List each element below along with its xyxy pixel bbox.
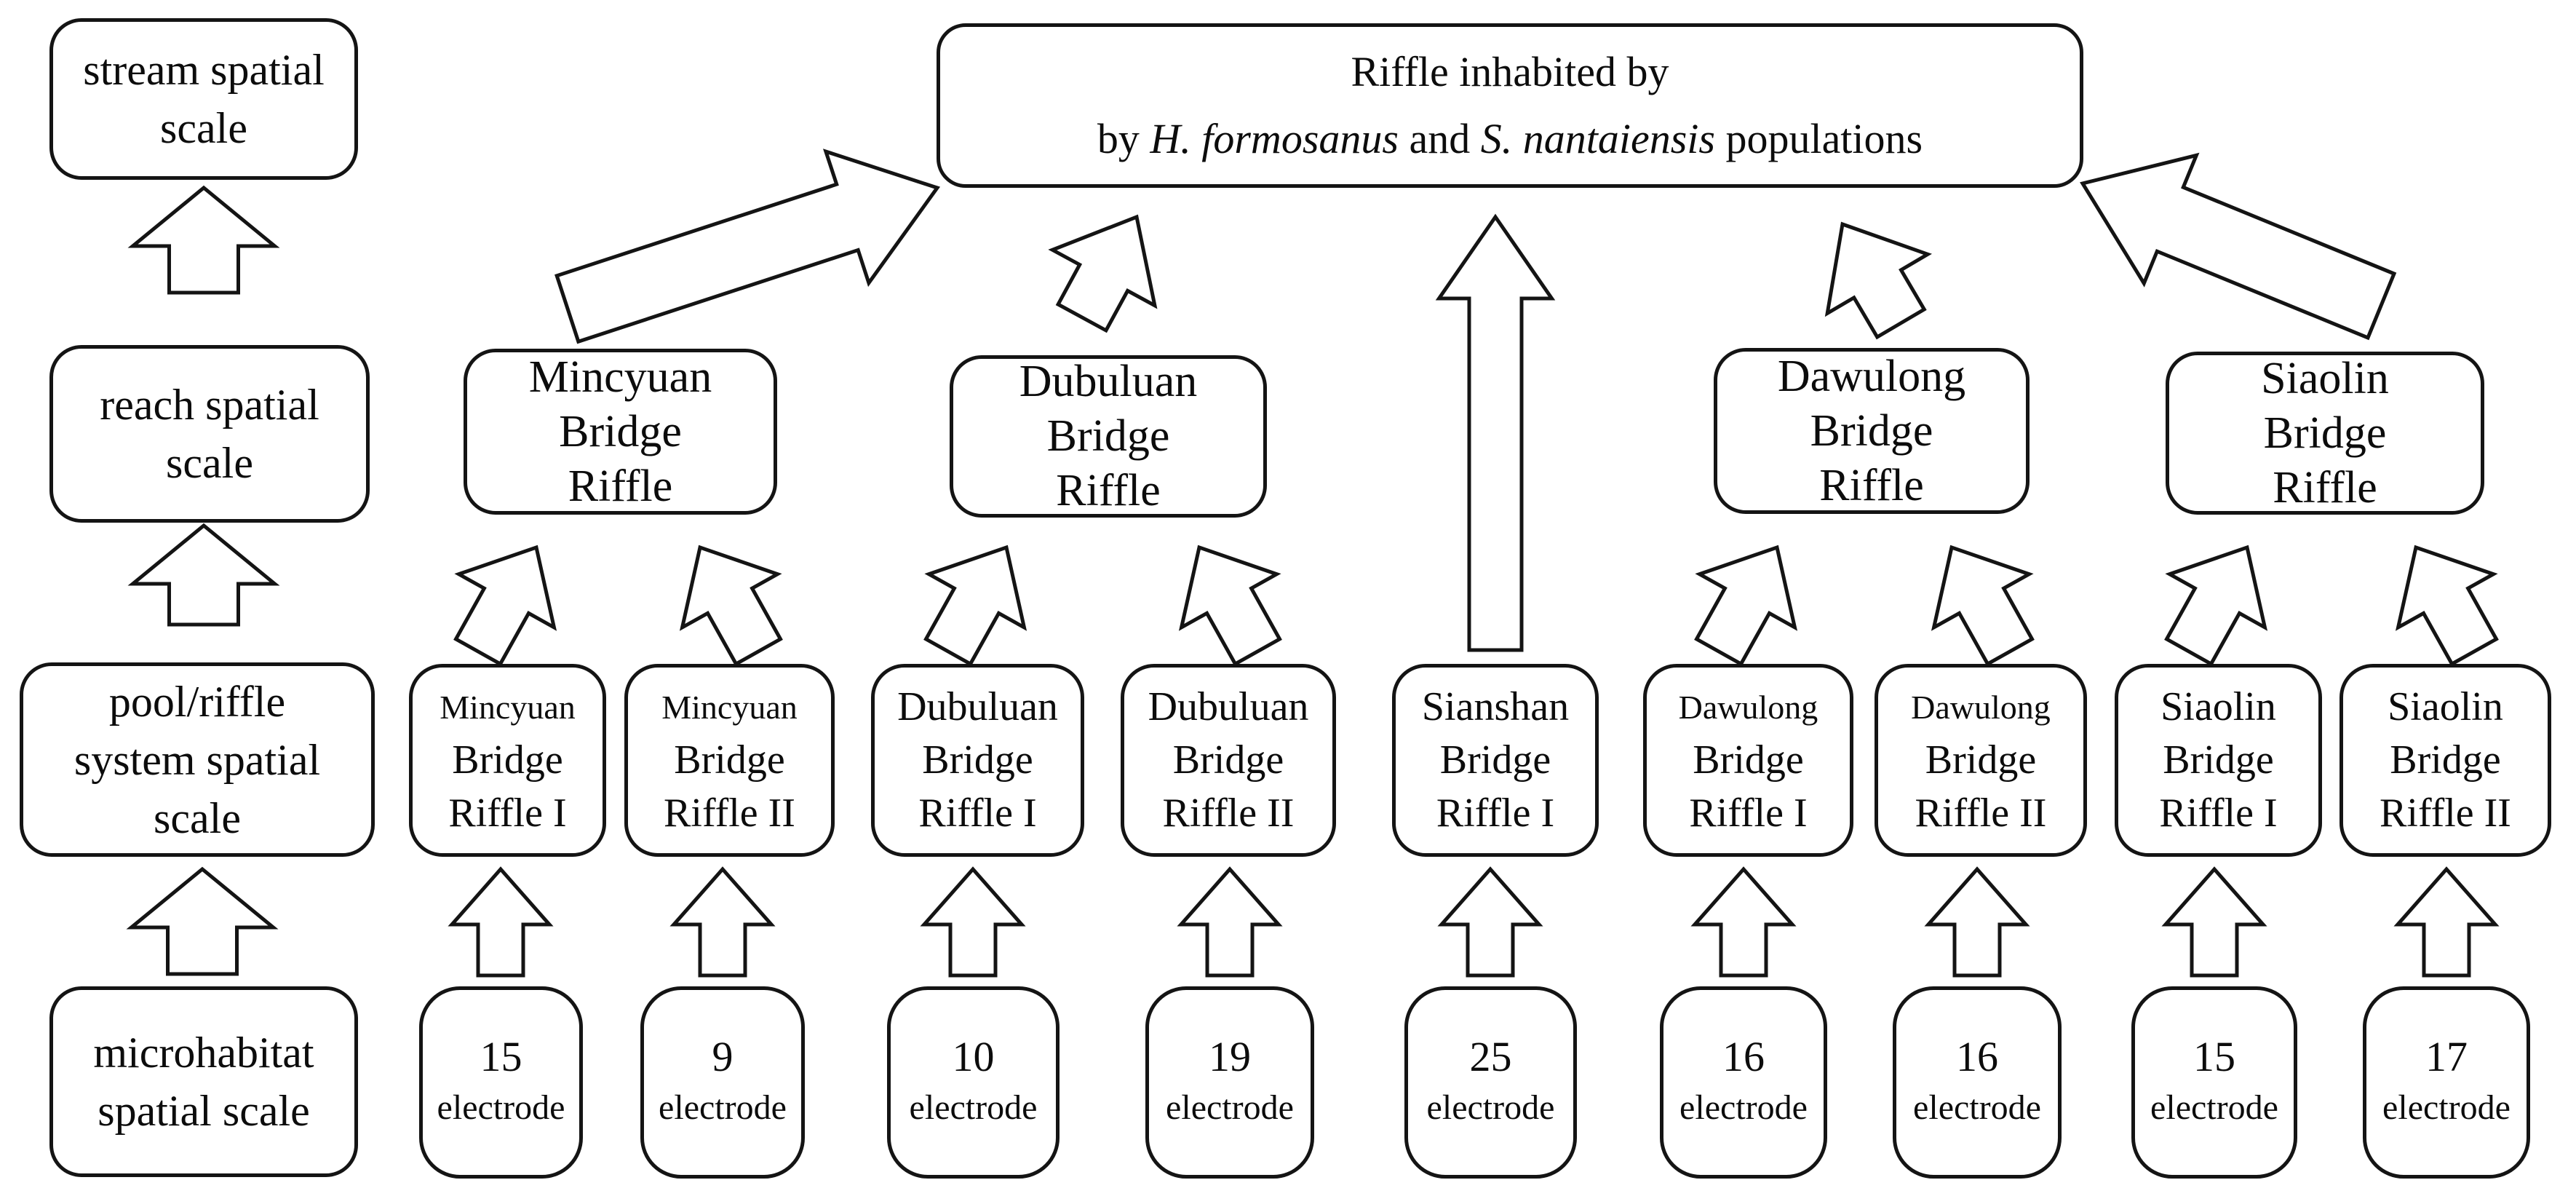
box-site-mincyuan-riffle-2: Mincyuan Bridge Riffle II: [624, 664, 835, 857]
site-label: Siaolin Bridge Riffle I: [2159, 684, 2278, 836]
arrow-electrode-7-up-icon: [1924, 866, 2030, 978]
arrow-electrode-9-up-icon: [2393, 866, 2500, 978]
arrow-dawulong-2-to-bridge-icon: [1931, 544, 2035, 667]
box-pool-riffle-spatial-scale: pool/riffle system spatial scale: [20, 662, 375, 857]
electrode-count-label: 16 electrode: [1913, 1033, 2041, 1127]
box-microhabitat-spatial-scale: microhabitat spatial scale: [49, 986, 358, 1177]
site-label: Mincyuan Bridge Riffle I: [440, 689, 576, 836]
box-electrode-siaolin-riffle-2: 17 electrode: [2363, 986, 2530, 1179]
title-line-2-prefix: by: [1097, 115, 1150, 162]
arrow-electrode-2-up-icon: [669, 866, 776, 978]
title-box: Riffle inhabited by by H. formosanus and…: [937, 23, 2083, 188]
arrow-sianshan-to-title-icon: [1435, 213, 1556, 652]
box-site-dubuluan-riffle-1: Dubuluan Bridge Riffle I: [871, 664, 1084, 857]
mincyuan-bridge-riffle-label: Mincyuan Bridge Riffle: [528, 352, 712, 511]
arrow-siaolin-to-title-icon: [2080, 152, 2397, 341]
arrow-electrode-3-up-icon: [920, 866, 1026, 978]
arrow-dawulong-1-to-bridge-icon: [1694, 544, 1798, 667]
arrow-electrode-5-up-icon: [1437, 866, 1543, 978]
electrode-count-label: 10 electrode: [909, 1033, 1038, 1127]
site-label: Dubuluan Bridge Riffle I: [897, 684, 1058, 836]
species-1-name: H. formosanus: [1150, 115, 1399, 162]
electrode-count-label: 17 electrode: [2382, 1033, 2511, 1127]
box-site-siaolin-riffle-2: Siaolin Bridge Riffle II: [2340, 664, 2551, 857]
box-reach-spatial-scale: reach spatial scale: [49, 345, 370, 523]
title-line-2: by H. formosanus and S. nantaiensis popu…: [1097, 106, 1923, 173]
arrow-electrode-4-up-icon: [1177, 866, 1283, 978]
box-electrode-dubuluan-riffle-2: 19 electrode: [1145, 986, 1314, 1179]
box-site-dawulong-riffle-2: Dawulong Bridge Riffle II: [1875, 664, 2087, 857]
title-line-1: Riffle inhabited by: [1351, 48, 1669, 95]
stream-spatial-scale-label: stream spatial scale: [83, 46, 325, 152]
electrode-count-label: 15 electrode: [437, 1033, 565, 1127]
site-label: Dubuluan Bridge Riffle II: [1148, 684, 1309, 836]
dubuluan-bridge-riffle-label: Dubuluan Bridge Riffle: [1019, 357, 1198, 515]
electrode-count-label: 9 electrode: [659, 1033, 787, 1127]
electrode-count-label: 19 electrode: [1166, 1033, 1294, 1127]
electrode-count-label: 15 electrode: [2150, 1033, 2278, 1127]
box-mincyuan-bridge-riffle: Mincyuan Bridge Riffle: [464, 349, 777, 515]
arrow-pool-to-reach-icon: [127, 523, 280, 627]
arrow-dawulong-to-title-icon: [1824, 221, 1932, 340]
arrow-reach-to-stream-icon: [127, 185, 280, 295]
arrow-electrode-1-up-icon: [448, 866, 554, 978]
arrow-dubuluan-to-title-icon: [1048, 214, 1158, 333]
box-site-dubuluan-riffle-2: Dubuluan Bridge Riffle II: [1121, 664, 1336, 857]
box-electrode-dawulong-riffle-1: 16 electrode: [1660, 986, 1827, 1179]
site-label: Sianshan Bridge Riffle I: [1421, 684, 1570, 836]
pool-riffle-spatial-scale-label: pool/riffle system spatial scale: [73, 677, 321, 842]
site-label: Dawulong Bridge Riffle I: [1678, 689, 1818, 836]
arrow-siaolin-1-to-bridge-icon: [2164, 544, 2268, 667]
reach-spatial-scale-label: reach spatial scale: [100, 381, 319, 487]
arrow-electrode-8-up-icon: [2161, 866, 2267, 978]
arrow-mincyuan-1-to-bridge-icon: [453, 544, 557, 667]
microhabitat-spatial-scale-label: microhabitat spatial scale: [93, 1029, 314, 1135]
box-siaolin-bridge-riffle: Siaolin Bridge Riffle: [2166, 352, 2484, 515]
arrow-electrode-6-up-icon: [1690, 866, 1797, 978]
site-label: Siaolin Bridge Riffle II: [2380, 684, 2511, 836]
electrode-count-label: 25 electrode: [1426, 1033, 1555, 1127]
site-label: Mincyuan Bridge Riffle II: [661, 689, 798, 836]
box-electrode-sianshan-riffle-1: 25 electrode: [1404, 986, 1577, 1179]
arrow-micro-to-pool-icon: [126, 866, 279, 976]
box-electrode-dawulong-riffle-2: 16 electrode: [1893, 986, 2062, 1179]
arrow-dubuluan-1-to-bridge-icon: [923, 544, 1027, 667]
arrow-mincyuan-2-to-bridge-icon: [679, 544, 783, 667]
box-electrode-siaolin-riffle-1: 15 electrode: [2131, 986, 2297, 1179]
box-electrode-dubuluan-riffle-1: 10 electrode: [887, 986, 1060, 1179]
arrow-mincyuan-to-title-icon: [554, 148, 941, 344]
site-label: Dawulong Bridge Riffle II: [1911, 689, 2051, 836]
box-dawulong-bridge-riffle: Dawulong Bridge Riffle: [1714, 348, 2030, 514]
box-electrode-mincyuan-riffle-1: 15 electrode: [419, 986, 583, 1179]
siaolin-bridge-riffle-label: Siaolin Bridge Riffle: [2261, 353, 2389, 512]
title-line-2-suffix: populations: [1714, 115, 1923, 162]
box-stream-spatial-scale: stream spatial scale: [49, 18, 358, 180]
box-site-siaolin-riffle-1: Siaolin Bridge Riffle I: [2115, 664, 2322, 857]
box-site-sianshan-riffle-1: Sianshan Bridge Riffle I: [1392, 664, 1599, 857]
box-electrode-mincyuan-riffle-2: 9 electrode: [640, 986, 805, 1179]
title-line-2-middle: and: [1398, 115, 1481, 162]
box-site-dawulong-riffle-1: Dawulong Bridge Riffle I: [1643, 664, 1853, 857]
arrow-dubuluan-2-to-bridge-icon: [1178, 544, 1282, 667]
dawulong-bridge-riffle-label: Dawulong Bridge Riffle: [1777, 351, 1966, 510]
species-2-name: S. nantaiensis: [1480, 115, 1715, 162]
arrow-siaolin-2-to-bridge-icon: [2395, 544, 2499, 667]
electrode-count-label: 16 electrode: [1679, 1033, 1808, 1127]
box-dubuluan-bridge-riffle: Dubuluan Bridge Riffle: [950, 355, 1267, 518]
box-site-mincyuan-riffle-1: Mincyuan Bridge Riffle I: [409, 664, 606, 857]
